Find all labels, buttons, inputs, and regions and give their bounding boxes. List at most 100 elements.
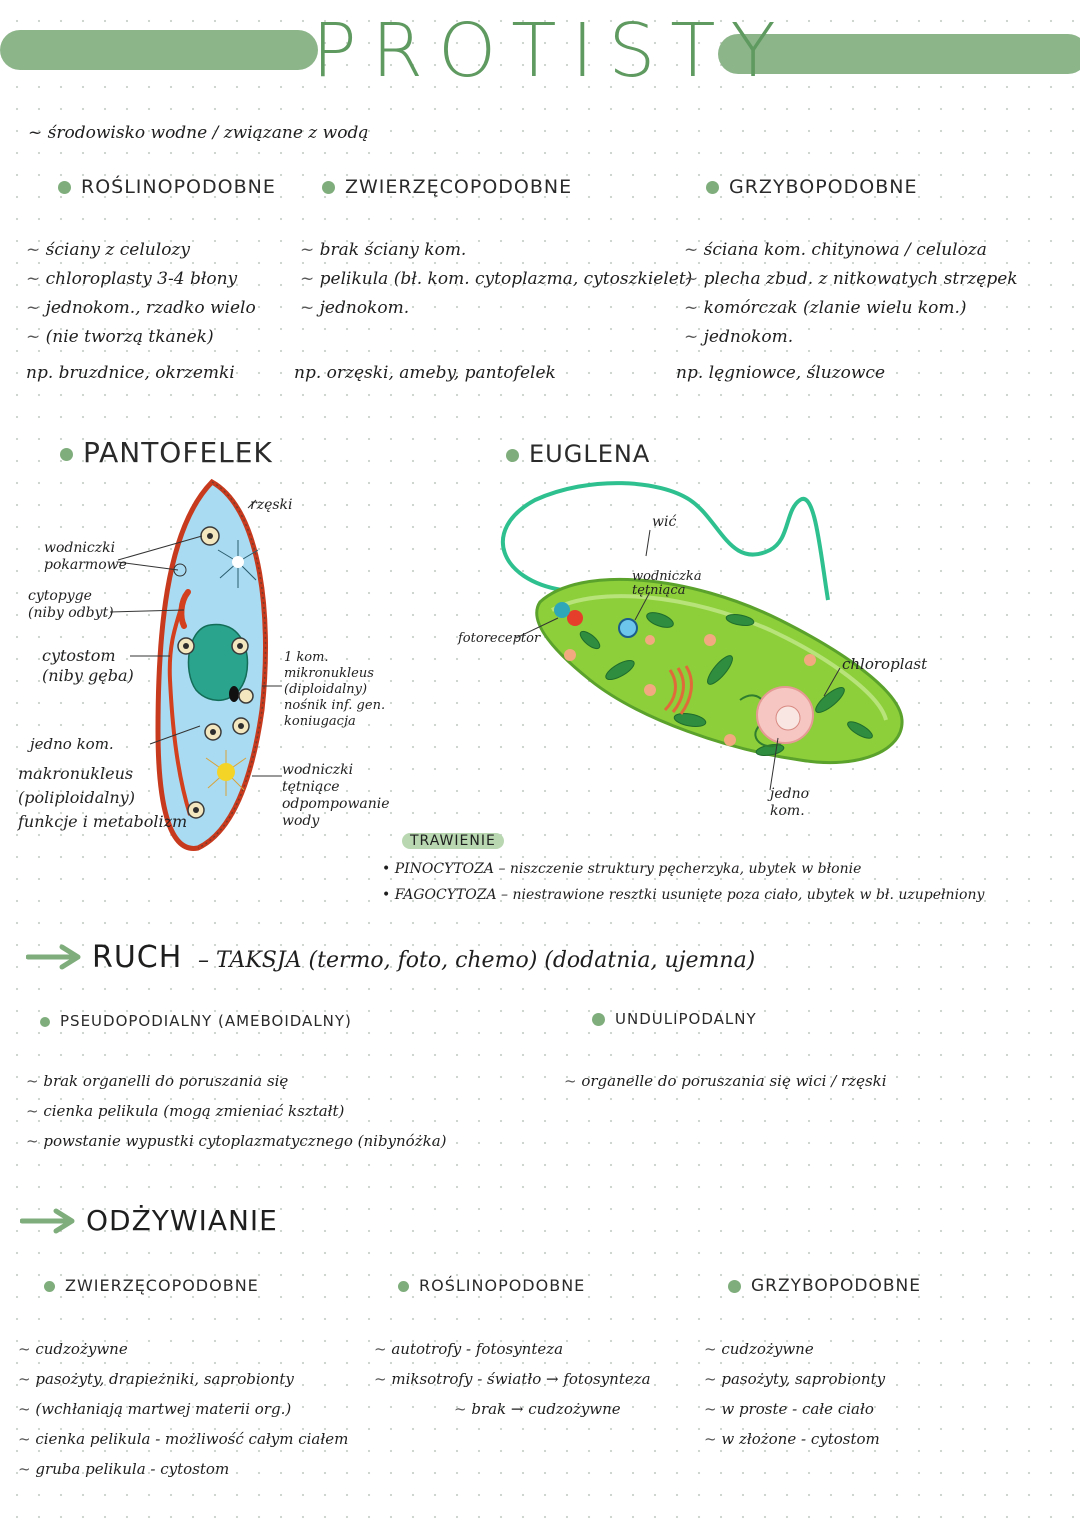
- group-heading: ZWIERZĘCOPODOBNE: [322, 176, 572, 198]
- bullet-dot: [728, 1279, 741, 1293]
- bullet-dot: [40, 1016, 50, 1027]
- label-wic: wić: [652, 514, 677, 530]
- label-cytostom: cytostom (niby gęba): [42, 646, 134, 685]
- group-heading-text: ZWIERZĘCOPODOBNE: [345, 176, 573, 198]
- list-item: organelle do poruszania się wici / rzęsk…: [564, 1066, 886, 1096]
- odzywianie-heading: ODŻYWIANIE: [86, 1204, 278, 1237]
- bullet-dot: [506, 448, 519, 462]
- odz-col-heading: ROŚLINOPODOBNE: [398, 1276, 585, 1295]
- ruch-heading: RUCH: [92, 940, 183, 975]
- list-item: cudzożywne: [704, 1334, 885, 1364]
- pantofelek-heading-text: PANTOFELEK: [83, 436, 273, 469]
- label-wodniczki-pokarmowe: wodniczki pokarmowe: [44, 540, 127, 573]
- bullet-dot: [592, 1013, 605, 1026]
- label-rzeski: rzęski: [250, 497, 293, 513]
- list-item: miksotrofy - światło → fotosynteza: [374, 1364, 650, 1394]
- bullet-dot: [58, 181, 71, 194]
- list-item: powstanie wypustki cytoplazmatycznego (n…: [26, 1126, 446, 1156]
- list-item: w złożone - cytostom: [704, 1424, 885, 1454]
- intro-text: środowisko wodne / związane z wodą: [47, 123, 369, 143]
- group-list-grzybopodobne: ściana kom. chitynowa / celuloza plecha …: [684, 236, 1018, 352]
- odz-col-heading: GRZYBOPODOBNE: [728, 1276, 921, 1296]
- odz-col-heading-text: GRZYBOPODOBNE: [751, 1276, 921, 1296]
- group-zwierzecopodobne: ZWIERZĘCOPODOBNE: [322, 176, 572, 198]
- odz-col-heading: ZWIERZĘCOPODOBNE: [44, 1276, 259, 1295]
- odz-col-heading-text: ROŚLINOPODOBNE: [419, 1276, 586, 1295]
- list-item: jednokom.: [684, 323, 1018, 352]
- bullet-dot: [706, 181, 719, 194]
- group-roslinopodobne: ROŚLINOPODOBNE: [58, 176, 276, 198]
- list-item: pasożyty, drapieżniki, saprobionty: [18, 1364, 348, 1394]
- odz-col-list: cudzożywne pasożyty, saprobionty w prost…: [704, 1334, 885, 1454]
- trawienie-tag: TRAWIENIE: [402, 830, 504, 849]
- label-wodniczka: wodniczka tętniąca: [632, 569, 702, 598]
- label-chloroplast: chloroplast: [842, 655, 928, 673]
- list-item: jednokom., rzadko wielo: [26, 294, 256, 323]
- bullet-dot: [60, 447, 73, 461]
- bullet-dot: [44, 1281, 55, 1292]
- label-fotoreceptor: fotoreceptor: [458, 631, 541, 646]
- group-heading-text: ROŚLINOPODOBNE: [81, 176, 276, 198]
- list-item: (nie tworzą tkanek): [26, 323, 256, 352]
- list-item: brak organelli do poruszania się: [26, 1066, 447, 1096]
- page-title: PROTISTY: [312, 8, 791, 94]
- undu-heading-text: UNDULIPODALNY: [615, 1010, 757, 1028]
- odz-col-list: cudzożywne pasożyty, drapieżniki, saprob…: [18, 1334, 348, 1484]
- euglena-illustration: [501, 481, 904, 791]
- list-item: plecha zbud. z nitkowatych strzępek: [684, 265, 1018, 294]
- trawienie-tag-text: TRAWIENIE: [402, 833, 504, 849]
- list-item: w proste - całe ciało: [704, 1394, 885, 1424]
- group-heading-text: GRZYBOPODOBNE: [729, 176, 918, 198]
- trawienie-line-1: • PINOCYTOZA – niszczenie struktury pęch…: [382, 861, 862, 877]
- group-example: np. orzęski, ameby, pantofelek: [294, 363, 556, 383]
- intro-line: ~ środowisko wodne / związane z wodą: [28, 123, 369, 143]
- undu-heading: UNDULIPODALNY: [592, 1010, 757, 1028]
- pseudo-heading-text: PSEUDOPODIALNY (AMEBOIDALNY): [60, 1012, 352, 1030]
- euglena-heading: EUGLENA: [506, 440, 650, 468]
- arrow-right-icon: [20, 1208, 75, 1234]
- list-item: komórczak (zlanie wielu kom.): [684, 294, 1018, 323]
- label-makronukleus: makronukleus (poliploidalny) funkcje i m…: [18, 764, 188, 831]
- list-item: cienka pelikula - możliwość całym ciałem: [18, 1424, 348, 1454]
- label-jedno-kom: jedno kom.: [30, 735, 114, 753]
- arrow-right-icon: [26, 944, 81, 970]
- pantofelek-heading: PANTOFELEK: [60, 436, 273, 469]
- list-item: ściana kom. chitynowa / celuloza: [684, 236, 1018, 265]
- label-jedno-kom-euglena: jedno kom.: [770, 786, 810, 819]
- list-item: chloroplasty 3-4 błony: [26, 265, 256, 294]
- list-item: brak → cudzożywne: [374, 1394, 651, 1424]
- group-example: np. bruzdnice, okrzemki: [26, 363, 235, 383]
- title-bar-right: [718, 34, 1080, 74]
- odz-col-list: autotrofy - fotosynteza miksotrofy - świ…: [374, 1334, 651, 1424]
- trawienie-line-2: • FAGOCYTOZA – niestrawione resztki usun…: [382, 887, 985, 903]
- list-item: cudzożywne: [18, 1334, 348, 1364]
- label-cytopyge: cytopyge (niby odbyt): [28, 588, 114, 621]
- group-example: np. lęgniowce, śluzowce: [676, 363, 886, 383]
- title-bar-left: [0, 30, 318, 70]
- pseudo-heading: PSEUDOPODIALNY (AMEBOIDALNY): [40, 1012, 352, 1030]
- group-list-roslinopodobne: ściany z celulozy chloroplasty 3-4 błony…: [26, 236, 256, 352]
- group-heading: ROŚLINOPODOBNE: [58, 176, 276, 198]
- bullet-dot: [398, 1281, 409, 1292]
- euglena-heading-text: EUGLENA: [529, 440, 651, 468]
- paramecium-illustration: [109, 478, 282, 851]
- list-item: (wchłaniają martwej materii org.): [18, 1394, 348, 1424]
- undu-list: organelle do poruszania się wici / rzęsk…: [564, 1066, 886, 1096]
- ruch-subtitle: – TAKSJA (termo, foto, chemo) (dodatnia,…: [198, 948, 756, 973]
- pseudo-list: brak organelli do poruszania się cienka …: [26, 1066, 447, 1156]
- group-heading: GRZYBOPODOBNE: [706, 176, 917, 198]
- list-item: pelikula (bł. kom. cytoplazma, cytoszkie…: [300, 265, 693, 294]
- list-item: cienka pelikula (mogą zmieniać kształt): [26, 1096, 447, 1126]
- odz-col-heading-text: ZWIERZĘCOPODOBNE: [65, 1276, 259, 1295]
- group-list-zwierzecopodobne: brak ściany kom. pelikula (bł. kom. cyto…: [300, 236, 693, 323]
- list-item: pasożyty, saprobionty: [704, 1364, 885, 1394]
- group-grzybopodobne: GRZYBOPODOBNE: [706, 176, 917, 198]
- list-item: ściany z celulozy: [26, 236, 256, 265]
- list-item: jednokom.: [300, 294, 692, 323]
- label-mikronukleus: 1 kom. mikronukleus (diploidalny) nośnik…: [284, 650, 386, 729]
- label-wodniczki-tetniace: wodniczki tętniące odpompowanie wody: [282, 762, 390, 829]
- list-item: autotrofy - fotosynteza: [374, 1334, 651, 1364]
- list-item: gruba pelikula - cytostom: [18, 1454, 348, 1484]
- list-item: brak ściany kom.: [300, 236, 692, 265]
- bullet-dot: [322, 181, 335, 194]
